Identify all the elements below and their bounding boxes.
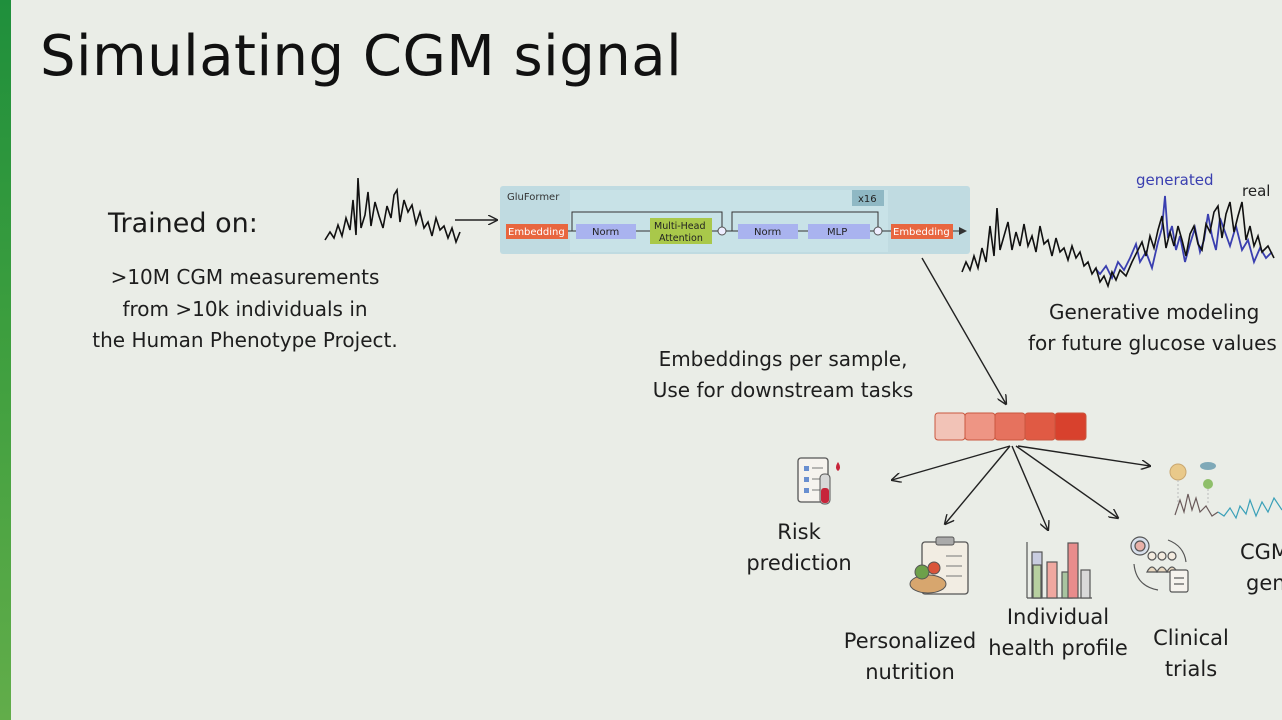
training-line: from >10k individuals in: [122, 296, 368, 321]
task-label-risk: Risk prediction: [738, 517, 860, 579]
block-embedding-out: Embedding: [893, 227, 950, 238]
embedding-vector: [934, 412, 1087, 441]
architecture-name: GluFormer: [507, 192, 560, 203]
generative-caption-line: for future glucose values: [1028, 331, 1277, 355]
task-label-line: Individual: [1006, 605, 1110, 629]
training-line: the Human Phenotype Project.: [92, 328, 398, 352]
task-label-health-profile: Individual health profile: [984, 602, 1132, 664]
training-description: >10M CGM measurements from >10k individu…: [70, 262, 420, 357]
legend-generated: generated: [1136, 171, 1213, 189]
embeddings-caption-line: Use for downstream tasks: [652, 378, 914, 402]
block-attention: Multi-Head: [654, 221, 706, 232]
legend-real: real: [1242, 182, 1270, 200]
people-cycle-icon: [1130, 536, 1189, 593]
embeddings-caption: Embeddings per sample, Use for downstrea…: [644, 344, 922, 406]
clipboard-food-icon: [909, 536, 969, 595]
generative-caption: Generative modeling for future glucose v…: [1028, 297, 1277, 359]
embeddings-caption-line: Embeddings per sample,: [658, 347, 908, 371]
training-line: >10M CGM measurements: [110, 265, 380, 289]
generated-signal: [1094, 195, 1273, 281]
input-cgm-signal: [324, 177, 461, 245]
block-embedding-in: Embedding: [508, 227, 565, 238]
block-norm-2: Norm: [754, 227, 781, 238]
task-label-line: prediction: [746, 551, 852, 575]
checklist-blood-icon: [797, 457, 840, 505]
task-arrows: [892, 445, 1150, 530]
slide-title: Simulating CGM signal: [40, 24, 683, 89]
bar-chart-icon: [1026, 542, 1092, 599]
block-norm-1: Norm: [592, 227, 619, 238]
embedding-arrow: [921, 257, 1006, 404]
food-signal-icon: [1169, 462, 1282, 520]
task-label-line: gen: [1246, 571, 1282, 595]
task-label-line: Risk: [777, 520, 821, 544]
task-label-line: Clinical: [1153, 626, 1229, 650]
slide-accent-strip: [0, 0, 11, 720]
task-label-line: nutrition: [865, 660, 955, 684]
real-signal: [961, 201, 1275, 289]
task-label-clinical-trials: Clinical trials: [1142, 623, 1240, 685]
task-label-cgm-gen: CGM gen: [1240, 537, 1282, 599]
task-label-line: Personalized: [843, 629, 977, 653]
task-label-nutrition: Personalized nutrition: [838, 626, 982, 688]
task-label-line: CGM: [1240, 540, 1282, 564]
task-label-line: health profile: [988, 636, 1128, 660]
block-mlp: MLP: [827, 227, 847, 238]
training-heading: Trained on:: [108, 208, 258, 239]
repeat-count: x16: [858, 194, 877, 205]
generative-caption-line: Generative modeling: [1049, 300, 1260, 324]
task-label-line: trials: [1164, 657, 1218, 681]
gluformer-architecture: GluFormer x16 Embedding Norm Multi-Head …: [500, 186, 970, 254]
block-attention: Attention: [659, 233, 703, 244]
